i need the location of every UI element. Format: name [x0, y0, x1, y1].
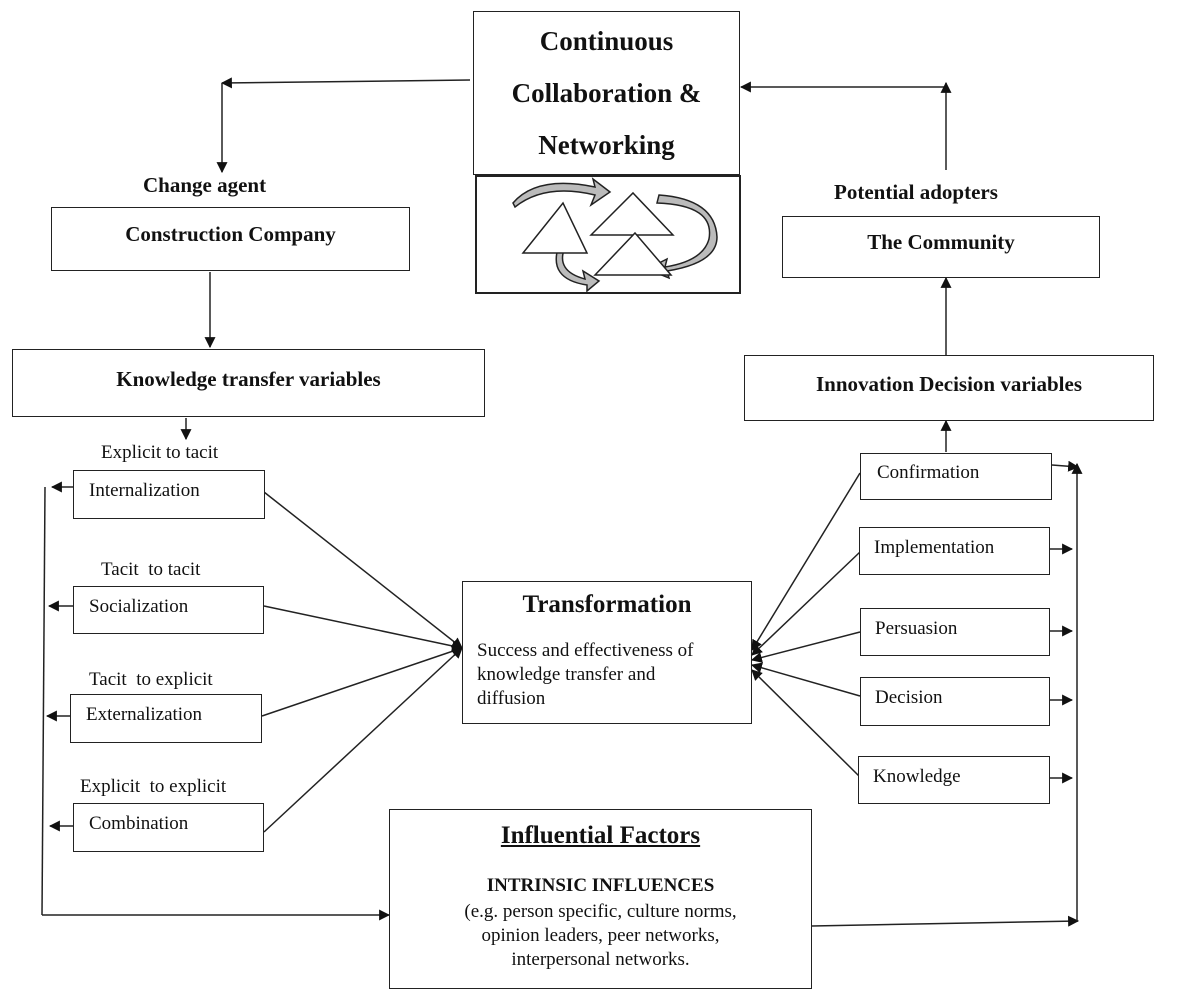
- internalization-caption: Explicit to tacit: [101, 442, 219, 463]
- stage-decision-label: Decision: [875, 687, 943, 708]
- collaboration-box: Continuous Collaboration & Networking: [473, 11, 740, 175]
- combination-caption: Explicit to explicit: [80, 776, 227, 797]
- innovation-decision-variables-box: Innovation Decision variables: [744, 355, 1154, 421]
- transformation-body-line-2: knowledge transfer and: [477, 664, 656, 685]
- influential-body-line-1: (e.g. person specific, culture norms,: [464, 901, 737, 922]
- socialization-label: Socialization: [89, 596, 189, 617]
- arrow-confirmation-to-transformation: [751, 472, 861, 651]
- externalization-label: Externalization: [86, 704, 203, 725]
- combination-label: Combination: [89, 813, 189, 834]
- collaboration-line-3: Networking: [538, 130, 675, 160]
- community-box: The Community: [782, 216, 1100, 278]
- stage-knowledge-box: Knowledge: [858, 756, 1050, 804]
- collaboration-line-1: Continuous: [539, 26, 674, 56]
- influential-factors-body: (e.g. person specific, culture norms, op…: [390, 900, 811, 972]
- arrow-knowledge-to-transformation: [751, 669, 861, 778]
- influential-body-line-3: interpersonal networks.: [511, 949, 690, 970]
- collaboration-line-2: Collaboration &: [511, 78, 702, 108]
- socialization-box: Socialization: [73, 586, 264, 634]
- stage-implementation-label: Implementation: [874, 537, 995, 558]
- change-agent-label: Change agent: [143, 173, 267, 197]
- arrow-top-to-left: [220, 77, 471, 89]
- influential-factors-title: Influential Factors: [500, 822, 701, 849]
- construction-company-box: Construction Company: [51, 207, 410, 271]
- knowledge-transfer-variables-label: Knowledge transfer variables: [116, 366, 381, 391]
- arrow-socialization-to-transformation: [263, 605, 464, 652]
- knowledge-transfer-variables-box: Knowledge transfer variables: [12, 349, 485, 417]
- arrow-influential-to-right: [811, 915, 1080, 927]
- combination-box: Combination: [73, 803, 264, 852]
- arrow-implementation-to-transformation: [751, 551, 861, 656]
- left-feedback-line: [41, 486, 46, 916]
- arrow-confirmation-out: [1051, 460, 1080, 472]
- internalization-label: Internalization: [89, 480, 200, 501]
- transformation-box: Transformation Success and effectiveness…: [462, 581, 752, 724]
- collaboration-icon-box: [475, 175, 741, 294]
- transformation-title: Transformation: [522, 591, 692, 618]
- innovation-decision-variables-label: Innovation Decision variables: [815, 371, 1083, 396]
- transformation-body-line-1: Success and effectiveness of: [477, 640, 694, 661]
- transformation-body: Success and effectiveness of knowledge t…: [477, 639, 694, 711]
- construction-company-label: Construction Company: [125, 221, 336, 246]
- stage-persuasion-label: Persuasion: [875, 618, 958, 639]
- arrow-internalization-to-transformation: [263, 491, 463, 649]
- stage-decision-box: Decision: [860, 677, 1050, 726]
- socialization-caption: Tacit to tacit: [101, 559, 201, 580]
- stage-persuasion-box: Persuasion: [860, 608, 1050, 656]
- community-label: The Community: [867, 229, 1015, 254]
- stage-implementation-box: Implementation: [859, 527, 1050, 575]
- arrow-combination-to-transformation: [263, 647, 463, 833]
- externalization-caption: Tacit to explicit: [89, 669, 213, 690]
- influential-factors-box: Influential Factors INTRINSIC INFLUENCES…: [389, 809, 812, 989]
- potential-adopters-label: Potential adopters: [834, 180, 998, 204]
- stage-knowledge-label: Knowledge: [873, 766, 961, 787]
- transformation-body-line-3: diffusion: [477, 688, 546, 709]
- arrow-persuasion-to-transformation: [750, 631, 861, 663]
- influential-body-line-2: opinion leaders, peer networks,: [481, 925, 720, 946]
- intrinsic-influences-subtitle: INTRINSIC INFLUENCES: [486, 875, 715, 896]
- stage-confirmation-label: Confirmation: [877, 462, 980, 483]
- arrow-externalization-to-transformation: [261, 645, 464, 717]
- externalization-box: Externalization: [70, 694, 262, 743]
- recycling-triangles-icon: [512, 177, 718, 293]
- arrow-decision-to-transformation: [750, 662, 861, 697]
- stage-confirmation-box: Confirmation: [860, 453, 1052, 500]
- internalization-box: Internalization: [73, 470, 265, 519]
